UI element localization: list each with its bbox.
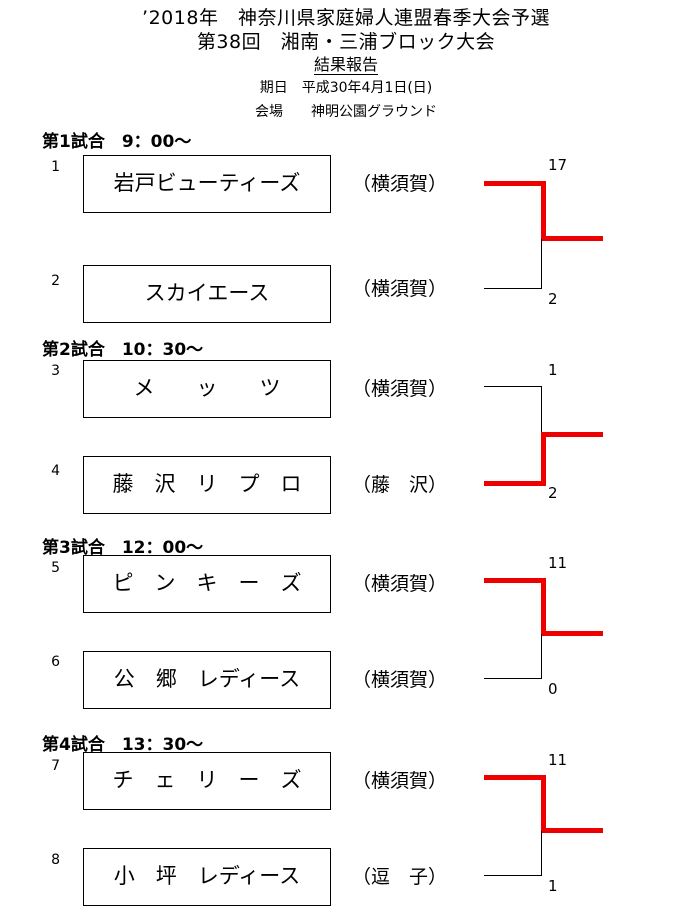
seed-number-top: 1 xyxy=(51,159,60,175)
bracket-line-bottom-loser xyxy=(484,288,542,289)
team-box-top: チ ェ リ ー ズ xyxy=(83,752,331,810)
team-region-bottom: （横須賀） xyxy=(352,669,448,691)
event-date: 期日 平成30年4月1日(日) xyxy=(259,80,433,96)
bracket-line-vertical-winner xyxy=(541,775,546,833)
match-title: 第4試合 13：30〜 xyxy=(42,735,204,755)
bracket-line-vertical-loser xyxy=(541,239,542,288)
score-top: 17 xyxy=(548,156,568,174)
match-title: 第2試合 10：30〜 xyxy=(42,340,204,360)
team-box-bottom: スカイエース xyxy=(83,265,331,323)
event-venue: 会場 神明公園グラウンド xyxy=(255,104,437,120)
team-name-bottom: 小 坪 レディース xyxy=(113,863,301,888)
team-region-bottom: （逗 子） xyxy=(352,866,448,888)
team-name-top: 岩戸ビューティーズ xyxy=(113,170,301,195)
team-name-bottom: 藤 沢 リ プ ロ xyxy=(112,471,302,496)
seed-number-bottom: 6 xyxy=(51,654,60,670)
bracket-line-vertical-loser xyxy=(541,634,542,678)
team-name-top: メ ッ ツ xyxy=(133,375,281,400)
bracket-line-advance xyxy=(541,236,603,241)
document-header: ’2018年 神奈川県家庭婦人連盟春季大会予選 第38回 湘南・三浦ブロック大会… xyxy=(0,0,692,124)
bracket-line-advance xyxy=(541,828,603,833)
bracket-line-advance xyxy=(541,631,603,636)
bracket-line-bottom-loser xyxy=(484,678,542,679)
bracket-line-top-winner xyxy=(484,775,546,780)
team-name-bottom: スカイエース xyxy=(144,280,270,305)
team-box-top: ピ ン キ ー ズ xyxy=(83,555,331,613)
score-bottom: 0 xyxy=(548,680,558,698)
team-box-top: 岩戸ビューティーズ xyxy=(83,155,331,213)
seed-number-bottom: 2 xyxy=(51,273,60,289)
team-region-top: （横須賀） xyxy=(352,378,448,400)
score-top: 1 xyxy=(548,361,558,379)
team-region-top: （横須賀） xyxy=(352,173,448,195)
seed-number-top: 7 xyxy=(51,758,60,774)
seed-number-top: 3 xyxy=(51,363,60,379)
team-region-top: （横須賀） xyxy=(352,770,448,792)
tournament-title: ’2018年 神奈川県家庭婦人連盟春季大会予選 xyxy=(142,7,550,29)
report-heading-text: 結果報告 xyxy=(313,55,378,75)
team-region-bottom: （藤 沢） xyxy=(352,474,448,496)
bracket-line-bottom-loser xyxy=(484,875,542,876)
team-box-bottom: 藤 沢 リ プ ロ xyxy=(83,456,331,514)
seed-number-bottom: 8 xyxy=(51,852,60,868)
tournament-subtitle: 第38回 湘南・三浦ブロック大会 xyxy=(196,31,496,53)
score-bottom: 2 xyxy=(548,484,558,502)
team-box-bottom: 小 坪 レディース xyxy=(83,848,331,906)
bracket-line-vertical-winner xyxy=(541,181,546,241)
team-name-top: ピ ン キ ー ズ xyxy=(112,570,302,595)
bracket-line-vertical-loser xyxy=(541,831,542,875)
score-top: 11 xyxy=(548,751,568,769)
bracket-line-top-winner xyxy=(484,181,546,186)
match-title: 第1試合 9：00〜 xyxy=(42,132,192,152)
bracket-line-vertical-winner xyxy=(541,432,546,486)
team-name-bottom: 公 郷 レディース xyxy=(113,666,301,691)
report-heading: 結果報告 xyxy=(0,54,692,76)
bracket-line-top-winner xyxy=(484,578,546,583)
team-region-top: （横須賀） xyxy=(352,573,448,595)
score-bottom: 1 xyxy=(548,877,558,895)
seed-number-bottom: 4 xyxy=(51,463,60,479)
team-box-bottom: 公 郷 レディース xyxy=(83,651,331,709)
score-top: 11 xyxy=(548,554,568,572)
team-box-top: メ ッ ツ xyxy=(83,360,331,418)
seed-number-top: 5 xyxy=(51,560,60,576)
bracket-line-vertical-winner xyxy=(541,578,546,636)
match-title: 第3試合 12：00〜 xyxy=(42,538,204,558)
bracket-line-top-loser xyxy=(484,386,542,387)
score-bottom: 2 xyxy=(548,290,558,308)
bracket-line-vertical-loser xyxy=(541,386,542,435)
team-name-top: チ ェ リ ー ズ xyxy=(112,767,302,792)
team-region-bottom: （横須賀） xyxy=(352,278,448,300)
bracket-line-bottom-winner xyxy=(484,481,546,486)
bracket-line-advance xyxy=(541,432,603,437)
